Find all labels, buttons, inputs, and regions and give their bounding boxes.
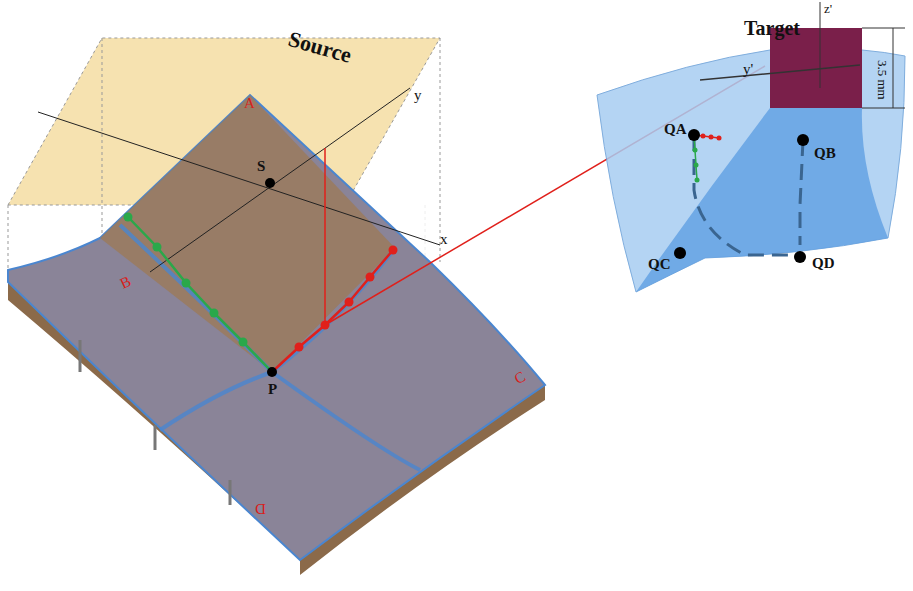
point-label: S <box>257 159 265 174</box>
point-label: QA <box>664 122 687 137</box>
target-volume <box>597 2 905 292</box>
axis-label: x <box>440 232 448 247</box>
axes <box>38 88 440 272</box>
point-label: P <box>268 382 277 397</box>
green-path <box>124 213 273 373</box>
region-letter: D <box>255 501 266 516</box>
reflector-surface <box>8 95 545 575</box>
region-letter: A <box>244 96 255 111</box>
point-label: QD <box>812 256 835 271</box>
point-label: QB <box>814 146 836 161</box>
axis-label: z' <box>824 2 832 15</box>
dimension: 3.5 mm <box>876 60 889 100</box>
axis-label: y' <box>743 62 753 77</box>
point-label: QC <box>648 257 671 272</box>
heading: Target <box>744 18 800 38</box>
axis-label: y <box>414 88 422 103</box>
